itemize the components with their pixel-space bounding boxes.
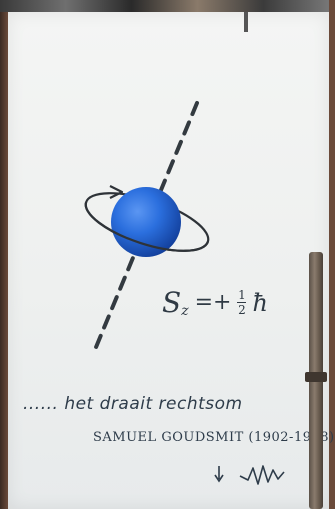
formula-symbol: S [162,286,182,319]
formula-fraction: 1 2 [237,288,247,317]
spin-formula: S z =+ 1 2 ħ [162,286,268,319]
credit-text: SAMUEL GOUDSMIT (1902-1978) [93,430,335,445]
building-top-edge [0,0,329,14]
orbit-front [84,201,209,252]
pipe-clamp [305,372,327,382]
tagline-text: ...... het draait rechtsom [23,394,243,414]
signature-squiggle [239,465,285,485]
brick-edge [0,12,8,509]
fraction-numerator: 1 [238,288,246,302]
fraction-denominator: 2 [238,303,246,317]
electron-sphere [111,187,181,257]
painted-wall [8,12,329,509]
down-arrow-icon [214,466,224,483]
formula-equals: =+ [194,290,232,315]
fraction-bar [237,302,247,303]
formula-constant: ħ [252,288,268,317]
formula-subscript: z [181,302,189,319]
rotation-arrow-icon [109,185,124,199]
mounting-bolt [244,12,248,32]
